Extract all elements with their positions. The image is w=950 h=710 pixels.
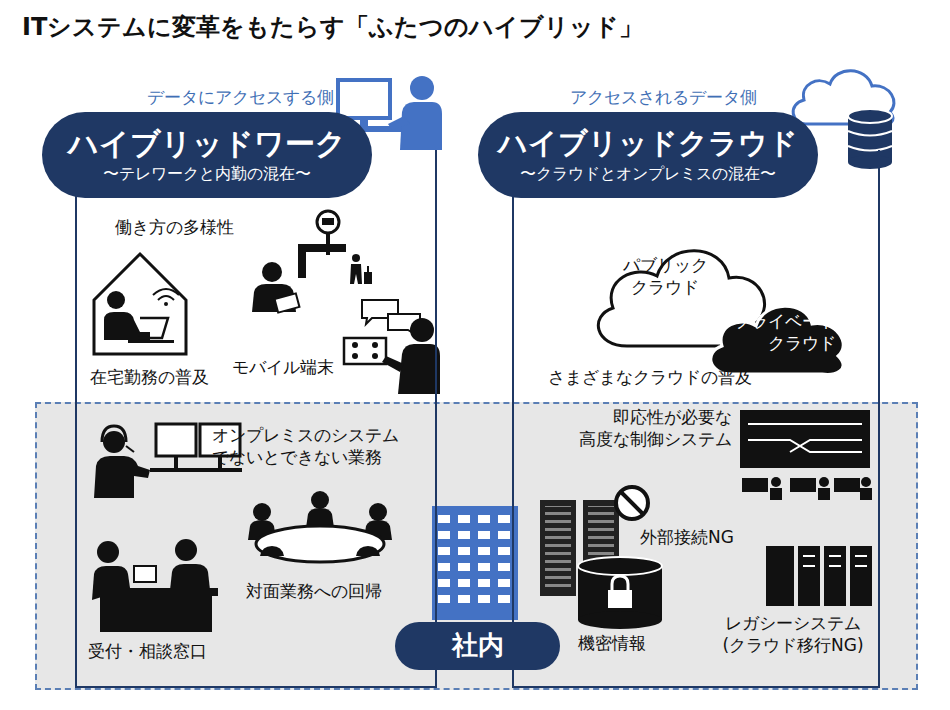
caption-label: 対面業務への回帰 [246, 580, 382, 602]
title: ITシステムに変革をもたらす「ふたつのハイブリッド」 [22, 12, 643, 43]
caption-label: 即応性が必要な 高度な制御システム [552, 406, 732, 450]
cloud-label: パブリック クラウド [613, 254, 717, 298]
caption-label: モバイル端末 [232, 356, 334, 378]
panel-heading: アクセスされるデータ側 [570, 86, 757, 108]
cloud-path [711, 306, 843, 374]
caption-label: 機密情報 [578, 632, 646, 654]
cloud-shape: プライベート クラウド [702, 296, 854, 378]
mobile-worker-icon [252, 211, 372, 313]
caption-label: 働き方の多様性 [115, 216, 234, 238]
video-call-icon [344, 300, 440, 394]
home-work-icon [94, 254, 186, 354]
pill-title: ハイブリッドクラウド [498, 125, 798, 162]
pill-title: ハイブリッドワーク [68, 125, 346, 163]
header-pill: ハイブリッドクラウド〜クラウドとオンプレミスの混在〜 [478, 112, 818, 198]
pill-subtitle: 〜クラウドとオンプレミスの混在〜 [520, 164, 776, 185]
reception-icon [92, 539, 218, 632]
control-system-icon [740, 410, 872, 500]
caption-label: さまざまなクラウドの普及 [548, 366, 752, 388]
header-pill: ハイブリッドワーク〜テレワークと内勤の混在〜 [42, 112, 372, 198]
office-building-icon [432, 506, 518, 620]
cloud-label: プライベート クラウド [732, 310, 836, 354]
secret-database-icon [578, 557, 662, 629]
panel-heading: データにアクセスする側 [147, 86, 334, 108]
caption-label: オンプレミスのシステム でないとできない業務 [212, 424, 412, 468]
pill-subtitle: 〜テレワークと内勤の混在〜 [103, 164, 311, 185]
meeting-icon [248, 491, 392, 562]
band-label: 社内 [395, 622, 560, 670]
caption-label: 受付・相談窓口 [88, 640, 207, 662]
legacy-system-icon [766, 546, 872, 606]
caption-label: レガシーシステム (クラウド移行NG) [712, 612, 874, 656]
caption-label: 外部接続NG [640, 526, 734, 548]
caption-label: 在宅勤務の普及 [90, 366, 209, 388]
